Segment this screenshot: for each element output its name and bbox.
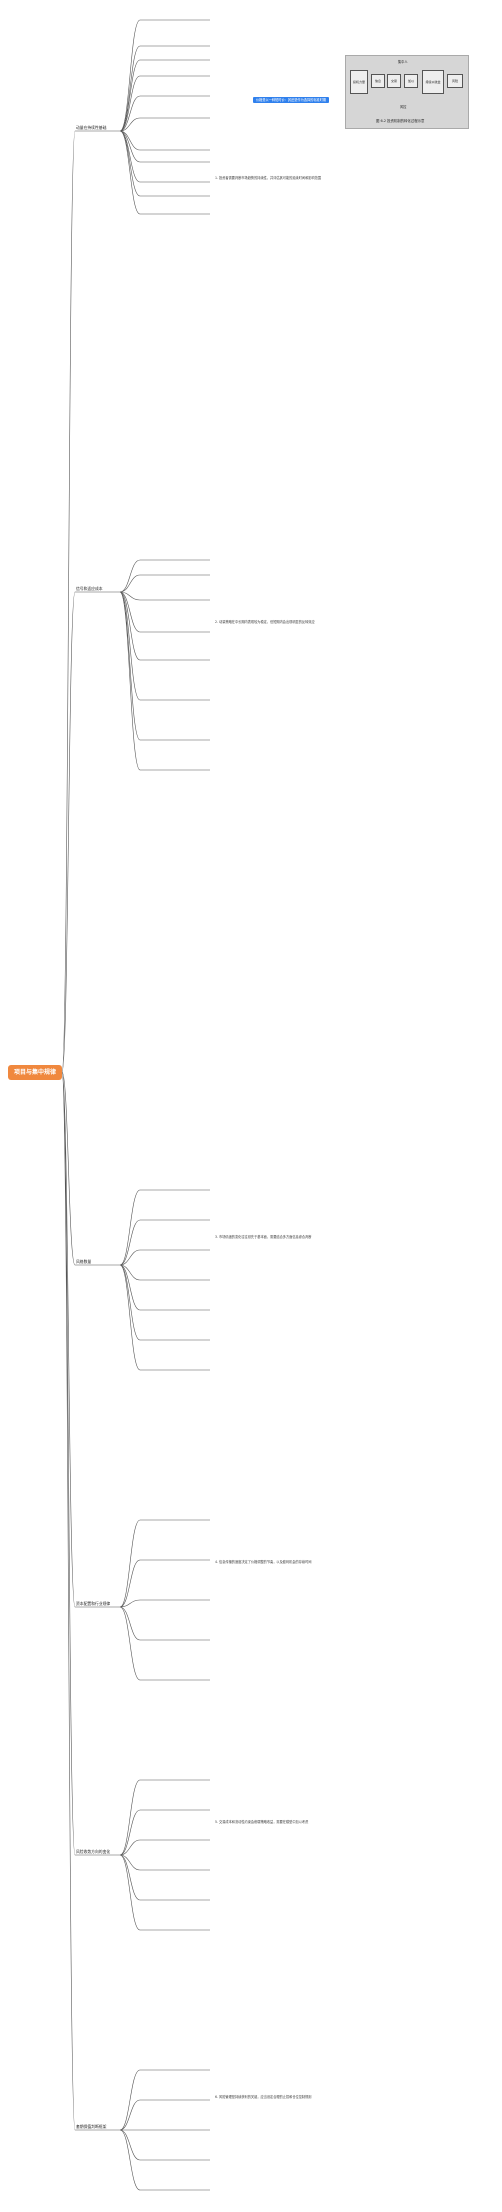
figure-box-6: 风险	[447, 74, 463, 88]
figure-box-3: 交易	[387, 74, 401, 88]
note-5: 5. 交易成本和流动性约束会削弱策略收益，需要在模型中加以考虑	[215, 1820, 309, 1824]
root-node[interactable]: 项目与集中规律	[8, 1065, 62, 1080]
note-2: 2. 动量策略在中长期内表现较为稳定，但短期内会出现明显的反转效应	[215, 620, 315, 624]
branch-5[interactable]: 风险收敛方向的变化	[76, 1849, 111, 1854]
branch-3[interactable]: 风格数量	[76, 1259, 92, 1264]
branch-6[interactable]: 套期保值判断框架	[76, 2124, 107, 2129]
branch-2[interactable]: 信号和适应成本	[76, 586, 103, 591]
highlight-chip: 价格是以一种短时价：其还是作为选择的标准时期	[253, 97, 330, 103]
note-3: 3. 市场情绪的变化往往领先于基本面，需要结合多方面信息综合判断	[215, 1235, 312, 1239]
figure-title: 集中人	[398, 60, 408, 64]
branch-4[interactable]: 资本配置和行业规律	[76, 1601, 111, 1606]
figure-box-1: 投机力量	[350, 70, 368, 94]
note-6: 6. 风险管理是持续获利的关键，应当设定合理的止损和仓位控制规则	[215, 2095, 312, 2099]
branch-1[interactable]: 动量在持续性基础	[76, 125, 107, 130]
figure-footer: 风控	[400, 105, 407, 109]
note-1: 1. 投资者需要判断市场趋势的持续性，并评估其可能的延续时间和影响范围	[215, 176, 322, 180]
figure-box-4: 加以	[404, 74, 418, 88]
figure-diagram: 集中人 投机力量 信息 交易 加以 持续以收益 风险 风控 图 6-2 投资机制…	[345, 55, 469, 129]
figure-caption: 图 6-2 投资机制的转化过程示意	[376, 119, 425, 123]
note-4: 4. 信息传播的速度决定了价格调整的节奏，以及套利机会的存续时间	[215, 1560, 312, 1564]
figure-box-5: 持续以收益	[422, 70, 444, 94]
figure-box-2: 信息	[371, 74, 385, 88]
